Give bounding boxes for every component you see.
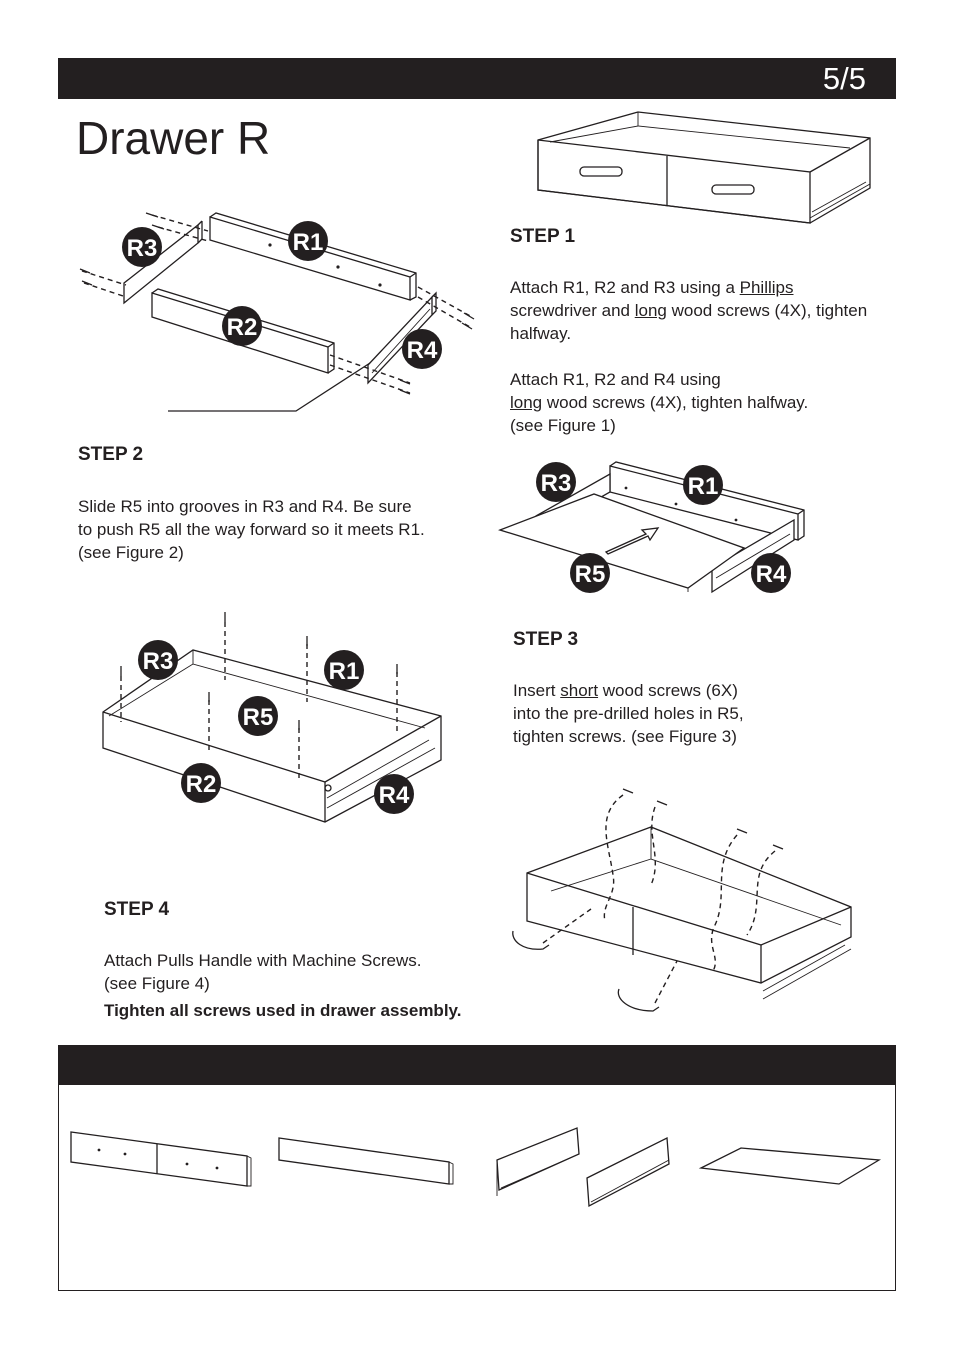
svg-text:R1: R1 (293, 229, 324, 256)
step-1-heading: STEP 1 (510, 226, 576, 247)
svg-text:R1: R1 (688, 473, 719, 500)
part-front-panel (70, 1131, 252, 1187)
svg-text:R3: R3 (541, 470, 572, 497)
header-bar: 5/5 (58, 58, 896, 99)
svg-text:R4: R4 (407, 337, 438, 364)
svg-text:R5: R5 (575, 561, 606, 588)
parts-box (58, 1045, 896, 1291)
r2-label: R2 (222, 306, 262, 346)
step-2-text: Slide R5 into grooves in R3 and R4. Be s… (78, 497, 425, 562)
svg-text:R2: R2 (186, 771, 217, 798)
r5-label: R5 (570, 553, 610, 593)
step-4-heading: STEP 4 (104, 899, 170, 920)
step-3-text: Insert short wood screws (6X) into the p… (513, 681, 744, 746)
r1-label: R1 (683, 465, 723, 505)
part-back-panel (278, 1137, 454, 1185)
svg-text:R1: R1 (329, 658, 360, 685)
finished-drawer-illustration (537, 111, 871, 224)
svg-text:R5: R5 (243, 704, 274, 731)
r4-label: R4 (402, 329, 442, 369)
figure-4-pull-handles (512, 788, 852, 1012)
svg-text:R2: R2 (227, 314, 258, 341)
step-4-text: Attach Pulls Handle with Machine Screws.… (104, 951, 462, 1020)
figure-3-bottom-screws: R3 R1 R5 R2 R4 (102, 612, 442, 823)
page-number: 5/5 (822, 61, 866, 96)
r5-label: R5 (238, 696, 278, 736)
r4-label: R4 (751, 553, 791, 593)
svg-text:R4: R4 (379, 782, 410, 809)
step-2-heading: STEP 2 (78, 444, 144, 465)
r4-label: R4 (374, 774, 414, 814)
figure-2-slide-bottom: R3 R1 R5 R4 (498, 461, 805, 594)
step-3-heading: STEP 3 (513, 629, 579, 650)
figure-1-frame-exploded: R3 R1 R2 R4 (79, 212, 475, 412)
r3-label: R3 (536, 462, 576, 502)
parts-bar (59, 1046, 895, 1085)
r1-label: R1 (288, 221, 328, 261)
svg-text:R4: R4 (756, 561, 787, 588)
svg-text:R3: R3 (127, 235, 158, 262)
r3-label: R3 (122, 227, 162, 267)
r3-label: R3 (138, 640, 178, 680)
part-side-panels (496, 1127, 670, 1208)
r1-label: R1 (324, 650, 364, 690)
svg-text:R3: R3 (143, 648, 174, 675)
page-title: Drawer R (76, 112, 271, 164)
part-bottom-panel (698, 1147, 882, 1185)
step-1-text: Attach R1, R2 and R3 using a Phillips sc… (510, 278, 868, 435)
r2-label: R2 (181, 763, 221, 803)
